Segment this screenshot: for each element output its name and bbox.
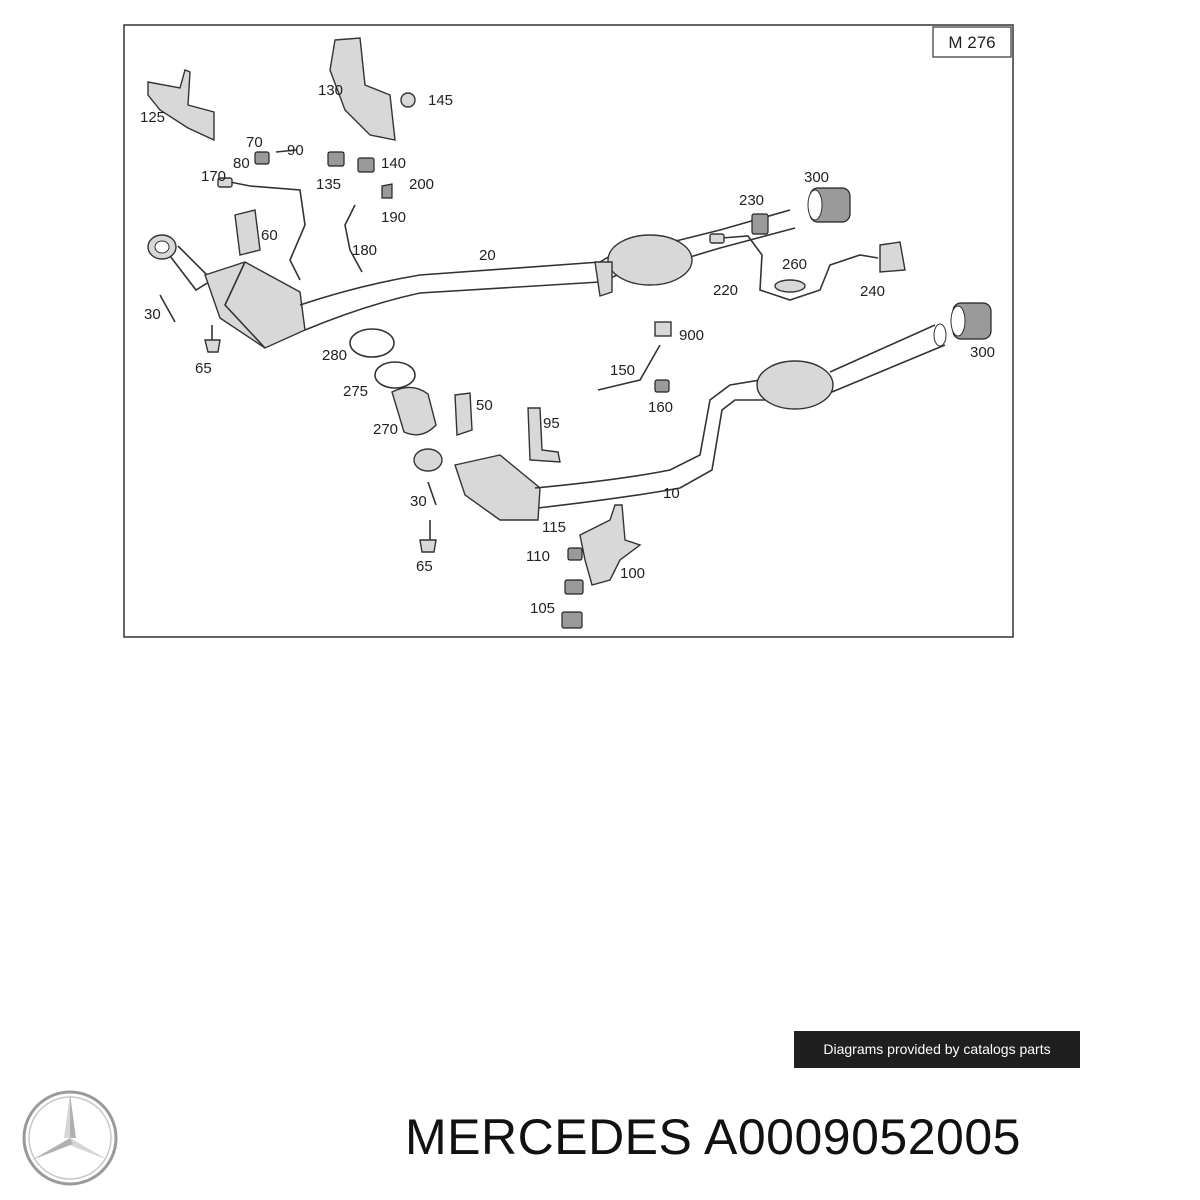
part-label: 110 bbox=[526, 548, 550, 565]
part-label: 275 bbox=[343, 383, 368, 400]
part-label: 65 bbox=[416, 558, 433, 575]
lower-brackets bbox=[561, 504, 642, 629]
part-label: 190 bbox=[381, 209, 406, 226]
part-label: 200 bbox=[409, 176, 434, 193]
flange-gasket-set bbox=[349, 328, 561, 463]
credit-badge: Diagrams provided by catalogs parts bbox=[794, 1031, 1080, 1068]
model-tag-box bbox=[932, 26, 1012, 58]
part-label: 240 bbox=[860, 283, 885, 300]
part-label: 10 bbox=[663, 485, 680, 502]
mercedes-star-icon bbox=[22, 1090, 118, 1186]
part-label: 50 bbox=[476, 397, 493, 414]
part-label: 135 bbox=[316, 176, 341, 193]
part-label: 270 bbox=[373, 421, 398, 438]
part-label: 180 bbox=[352, 242, 377, 259]
part-label: 20 bbox=[479, 247, 496, 264]
part-label: 145 bbox=[428, 92, 453, 109]
part-labels: 125 130 145 70 90 80 140 135 170 200 190… bbox=[140, 82, 995, 617]
part-label: 95 bbox=[543, 415, 560, 432]
part-label: 260 bbox=[782, 256, 807, 273]
part-label: 90 bbox=[287, 142, 304, 159]
part-label: 900 bbox=[679, 327, 704, 344]
upper-pipe-assembly bbox=[147, 187, 851, 349]
part-label: 65 bbox=[195, 360, 212, 377]
part-label: 70 bbox=[246, 134, 263, 151]
part-label: 30 bbox=[144, 306, 161, 323]
upper-brackets bbox=[147, 37, 906, 293]
part-title: MERCEDES A0009052005 bbox=[405, 1109, 1021, 1165]
sensor-cables-upper bbox=[217, 177, 879, 301]
part-label: 170 bbox=[201, 168, 226, 185]
model-tag: M 276 bbox=[948, 33, 995, 52]
part-label: 30 bbox=[410, 493, 427, 510]
part-label: 150 bbox=[610, 362, 635, 379]
part-label: 60 bbox=[261, 227, 278, 244]
part-label: 105 bbox=[530, 600, 555, 617]
part-label: 280 bbox=[322, 347, 347, 364]
part-label: 140 bbox=[381, 155, 406, 172]
part-label: 115 bbox=[542, 519, 566, 536]
part-label: 230 bbox=[739, 192, 764, 209]
part-label: 300 bbox=[970, 344, 995, 361]
part-label: 130 bbox=[318, 82, 343, 99]
part-label: 220 bbox=[713, 282, 738, 299]
lower-pipe-assembly bbox=[413, 302, 992, 521]
part-label: 160 bbox=[648, 399, 673, 416]
part-label: 80 bbox=[233, 155, 250, 172]
part-label: 125 bbox=[140, 109, 165, 126]
bolts bbox=[159, 149, 437, 553]
part-label: 300 bbox=[804, 169, 829, 186]
part-label: 100 bbox=[620, 565, 645, 582]
